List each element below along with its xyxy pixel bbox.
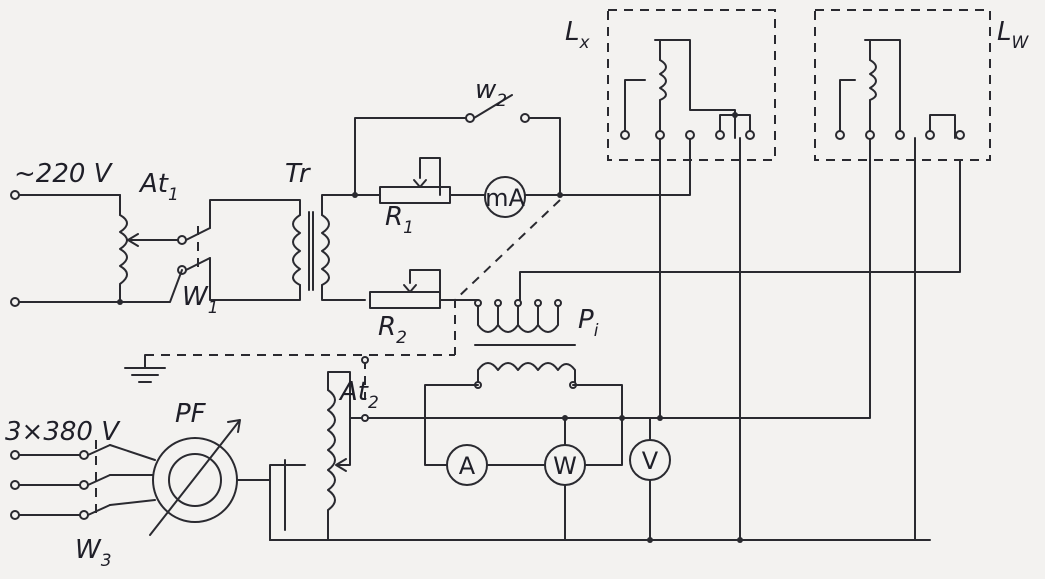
label-supply-220: ~220 V bbox=[14, 159, 114, 189]
phase-shifter-pf bbox=[149, 419, 271, 536]
current-transformer-secondary bbox=[477, 362, 576, 386]
branch-r1-ma bbox=[352, 94, 691, 218]
label-w1: W1 bbox=[182, 282, 219, 318]
milliammeter bbox=[484, 176, 526, 218]
label-w3: W3 bbox=[75, 535, 112, 571]
label-lx: Lx bbox=[565, 17, 591, 53]
label-r1: R1 bbox=[385, 202, 414, 238]
autotransformer-2 bbox=[269, 356, 369, 541]
label-lw: LW bbox=[997, 17, 1030, 53]
ground-symbol bbox=[124, 354, 166, 383]
autotransformer-1-wiper-arrow bbox=[127, 233, 181, 247]
label-at1: At1 bbox=[138, 169, 179, 205]
terminal-220-a bbox=[10, 190, 20, 200]
meter-lx bbox=[607, 9, 776, 161]
meter-circuit bbox=[269, 137, 931, 543]
label-wattmeter: W bbox=[553, 452, 577, 480]
ammeter bbox=[446, 444, 488, 486]
switch-w1 bbox=[119, 199, 301, 303]
meter-lw bbox=[814, 9, 991, 161]
label-supply-380: 3×380 V bbox=[5, 417, 121, 447]
label-w2: w2 bbox=[475, 75, 507, 111]
label-pf: PF bbox=[175, 399, 207, 429]
supply-220-wiring bbox=[10, 190, 181, 307]
label-milliammeter: mA bbox=[485, 184, 525, 212]
label-ammeter: A bbox=[459, 452, 476, 480]
terminal-220-b bbox=[10, 297, 20, 307]
resistor-r1 bbox=[379, 186, 451, 204]
transformer-tr bbox=[292, 194, 366, 301]
label-tr: Tr bbox=[285, 159, 312, 189]
label-voltmeter: V bbox=[642, 447, 659, 475]
label-pi: Pi bbox=[578, 305, 599, 341]
autotransformer-1-coil bbox=[119, 214, 128, 285]
label-at2: At2 bbox=[338, 377, 379, 413]
label-r2: R2 bbox=[378, 312, 407, 348]
resistor-r2 bbox=[369, 291, 441, 309]
supply-380-wiring bbox=[10, 440, 156, 520]
